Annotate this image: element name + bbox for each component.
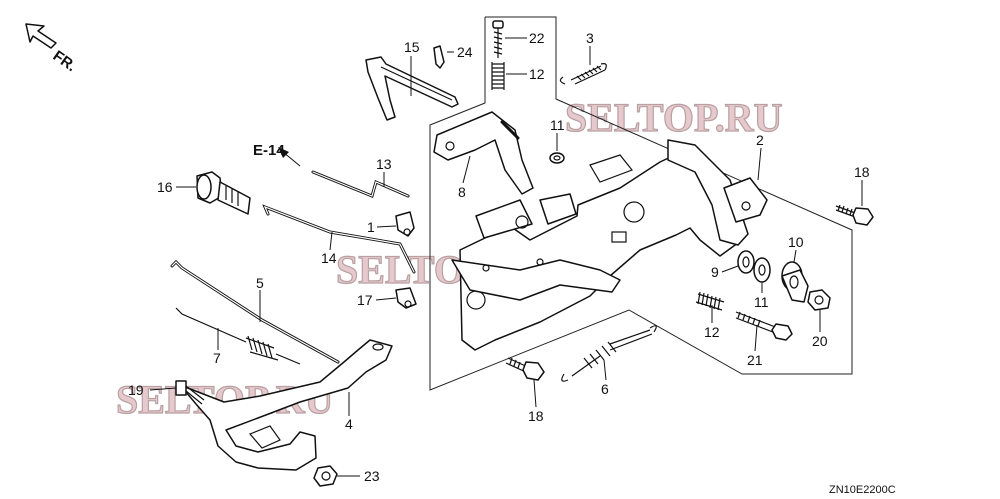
callout-9: 9 — [711, 264, 719, 280]
callout-12-top: 12 — [529, 66, 545, 82]
part-16-knob — [196, 171, 251, 215]
front-direction-arrow-icon — [25, 23, 57, 49]
callout-7: 7 — [213, 350, 221, 366]
front-direction-label: FR. — [50, 47, 80, 75]
callout-16: 16 — [157, 179, 173, 195]
callout-22: 22 — [529, 30, 545, 46]
callout-14: 14 — [321, 250, 337, 266]
part-22-screw — [492, 20, 504, 58]
part-5-rod — [170, 259, 340, 364]
part-15-lever — [365, 56, 459, 121]
assembly-frame — [429, 16, 853, 391]
callout-2: 2 — [756, 132, 764, 148]
part-24-clip — [433, 45, 445, 69]
callout-24: 24 — [457, 44, 473, 60]
callout-15: 15 — [404, 39, 420, 55]
watermark-top: SELTOP.RU — [565, 95, 783, 140]
part-12-spring-top — [491, 62, 505, 90]
leader-lines — [149, 37, 863, 477]
part-20-nut — [807, 289, 831, 311]
callout-3: 3 — [586, 30, 594, 46]
part-11-washer-right — [753, 257, 771, 283]
part-23-nut — [313, 465, 338, 487]
callout-21: 21 — [747, 352, 763, 368]
callout-18-bottom: 18 — [528, 408, 544, 424]
callout-23: 23 — [364, 468, 380, 484]
callout-12-bottom: 12 — [704, 324, 720, 340]
part-12-spring-bottom — [695, 291, 725, 311]
callout-1: 1 — [367, 219, 375, 235]
part-2-base-plate — [451, 139, 768, 351]
part-3-spring — [559, 63, 607, 85]
callout-11-right: 11 — [754, 294, 769, 310]
part-13-rod — [311, 170, 410, 199]
part-7-spring-rod — [175, 307, 301, 365]
callout-10: 10 — [788, 234, 804, 250]
callout-18-right: 18 — [854, 164, 870, 180]
part-11-washer-top — [549, 152, 565, 164]
part-21-bolt — [735, 311, 793, 341]
part-1-clip — [395, 211, 415, 237]
callout-6: 6 — [601, 381, 609, 397]
part-4-lever-arm — [179, 339, 393, 471]
callout-20: 20 — [812, 333, 828, 349]
callout-8: 8 — [458, 184, 466, 200]
part-17-clip — [395, 287, 417, 309]
reference-label: E-14 — [253, 142, 285, 159]
part-10-bushing — [781, 261, 809, 303]
reference-arrow-icon — [278, 147, 301, 167]
callout-19: 19 — [128, 382, 144, 398]
callout-13: 13 — [376, 156, 392, 172]
part-18-bolt-right — [835, 204, 874, 226]
diagram-code: ZN10E2200C — [829, 484, 896, 496]
callout-17: 17 — [357, 292, 373, 308]
part-9-washer — [737, 250, 755, 274]
callout-11-top: 11 — [550, 117, 565, 133]
part-18-bolt-bottom — [505, 357, 545, 381]
part-14-rod — [262, 204, 416, 274]
part-8-bracket — [433, 111, 534, 195]
callout-5: 5 — [256, 275, 264, 291]
callout-4: 4 — [345, 416, 353, 432]
part-6-spring — [561, 325, 657, 382]
